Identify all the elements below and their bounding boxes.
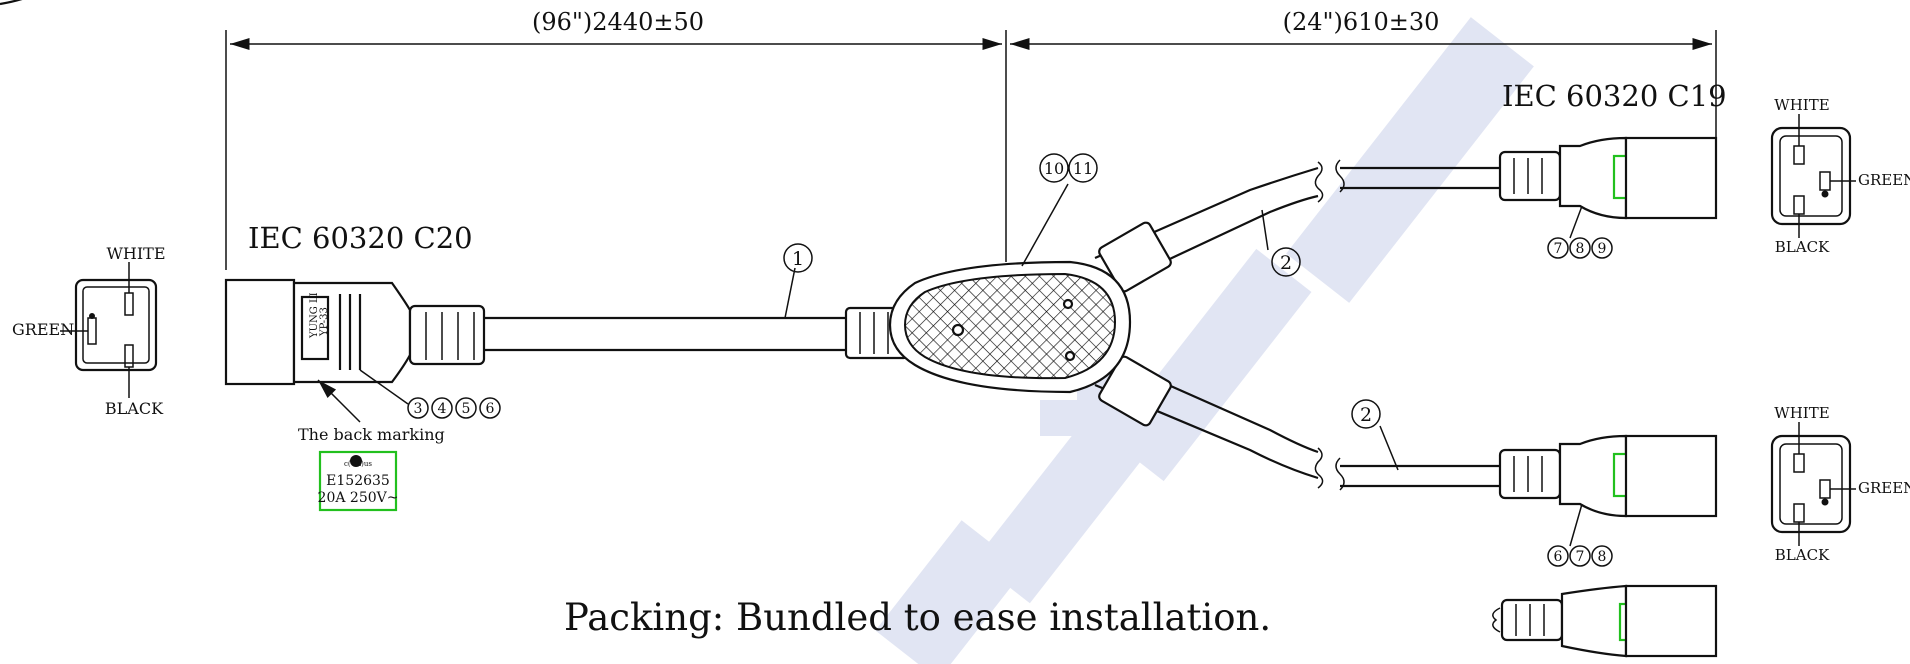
callout-branch-top: 2 bbox=[1280, 252, 1292, 274]
back-marking-file-number: E152635 bbox=[326, 473, 390, 489]
y-splitter-body bbox=[888, 260, 1132, 394]
right-connector-title: IEC 60320 C19 bbox=[1502, 79, 1727, 113]
callouts: 1 2 2 10 11 3 4 5 6 7 8 9 6 7 8 bbox=[359, 153, 1613, 567]
left-pin-green-label: GREEN bbox=[12, 320, 74, 339]
callout-bottom-right-plug-3: 8 bbox=[1598, 549, 1607, 565]
right-bottom-pin-green-label: GREEN bbox=[1858, 479, 1910, 497]
main-cable bbox=[484, 306, 910, 360]
right-bottom-pin-white-label: WHITE bbox=[1774, 404, 1829, 422]
left-pinout-diagram: WHITE GREEN BLACK bbox=[12, 244, 166, 418]
callout-left-plug-1: 3 bbox=[414, 401, 423, 417]
branch-length-dimension: (24")610±30 bbox=[1283, 8, 1440, 36]
callout-bottom-right-plug-2: 7 bbox=[1576, 549, 1585, 565]
right-bottom-pinout-diagram: WHITE GREEN BLACK bbox=[1770, 404, 1910, 564]
callout-splitter-a: 10 bbox=[1044, 159, 1064, 178]
main-length-dimension: (96")2440±50 bbox=[532, 8, 704, 36]
corner-badge bbox=[0, 0, 23, 6]
callout-splitter-b: 11 bbox=[1073, 159, 1093, 178]
dimension-lines: (96")2440±50 (24")610±30 bbox=[225, 8, 1717, 270]
right-top-pin-green-label: GREEN bbox=[1858, 171, 1910, 189]
callout-left-plug-4: 6 bbox=[486, 401, 495, 417]
back-marking-rating: 20A 250V~ bbox=[318, 490, 399, 506]
bottom-right-c19-plug bbox=[1335, 434, 1718, 518]
ul-logo bbox=[350, 455, 362, 467]
bundled-c19-plug bbox=[1492, 584, 1718, 658]
top-right-c19-plug bbox=[1335, 136, 1718, 220]
back-marking-cert: c(UL)us bbox=[344, 460, 372, 468]
left-pin-black-label: BLACK bbox=[105, 399, 164, 418]
callout-top-right-plug-3: 9 bbox=[1598, 241, 1607, 257]
left-plug-model-text: YP-33 bbox=[319, 307, 330, 337]
back-marking: The back marking c(UL)us E152635 20A 250… bbox=[298, 379, 445, 512]
left-pin-white-label: WHITE bbox=[106, 244, 165, 263]
callout-bottom-right-plug-1: 6 bbox=[1554, 549, 1563, 565]
callout-branch-bottom: 2 bbox=[1360, 404, 1372, 426]
left-connector-title: IEC 60320 C20 bbox=[248, 221, 473, 255]
left-c20-plug: YUNG LI YP-33 bbox=[224, 278, 486, 386]
right-top-pin-white-label: WHITE bbox=[1774, 96, 1829, 114]
branch-cables bbox=[1094, 161, 1324, 489]
right-top-pinout-diagram: WHITE GREEN BLACK bbox=[1770, 96, 1910, 256]
right-top-pin-black-label: BLACK bbox=[1775, 238, 1830, 256]
packing-note: Packing: Bundled to ease installation. bbox=[564, 596, 1271, 639]
callout-cable: 1 bbox=[792, 248, 804, 270]
callout-top-right-plug-2: 8 bbox=[1576, 241, 1585, 257]
back-marking-label: The back marking bbox=[298, 425, 445, 444]
right-bottom-pin-black-label: BLACK bbox=[1775, 546, 1830, 564]
left-plug-maker-text: YUNG LI bbox=[309, 292, 320, 339]
callout-left-plug-2: 4 bbox=[438, 401, 447, 417]
callout-top-right-plug-1: 7 bbox=[1554, 241, 1563, 257]
callout-left-plug-3: 5 bbox=[462, 401, 471, 417]
